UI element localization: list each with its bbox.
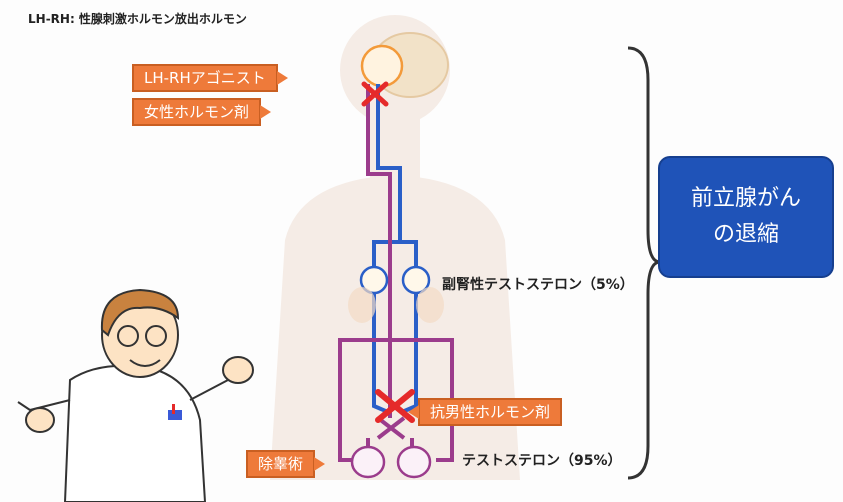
result-line-1: 前立腺がん xyxy=(690,186,801,211)
effect-bracket xyxy=(627,46,661,480)
lhrh-agonist-tag: LH-RHアゴニスト xyxy=(132,64,288,92)
blue-pathway xyxy=(372,84,418,414)
testes xyxy=(350,445,432,479)
result-line-2: の退縮 xyxy=(712,222,779,247)
orchiectomy-tag: 除睾術 xyxy=(246,450,326,478)
adrenal-glands xyxy=(348,265,444,323)
block-mark-pituitary xyxy=(361,81,389,107)
antiandrogen-tag: 抗男性ホルモン剤 xyxy=(407,398,563,426)
block-mark-receptor xyxy=(375,389,415,423)
brain-graphic xyxy=(360,32,449,98)
abbreviation-note: LH-RH: 性腺刺激ホルモン放出ホルモン xyxy=(28,12,247,26)
doctor-illustration xyxy=(17,288,254,502)
testicular-testosterone-label: テストステロン（95%） xyxy=(462,453,622,469)
result-box: 前立腺がん の退縮 xyxy=(658,156,834,278)
adrenal-testosterone-label: 副腎性テストステロン（5%） xyxy=(442,277,634,293)
female-hormone-tag: 女性ホルモン剤 xyxy=(132,98,272,126)
